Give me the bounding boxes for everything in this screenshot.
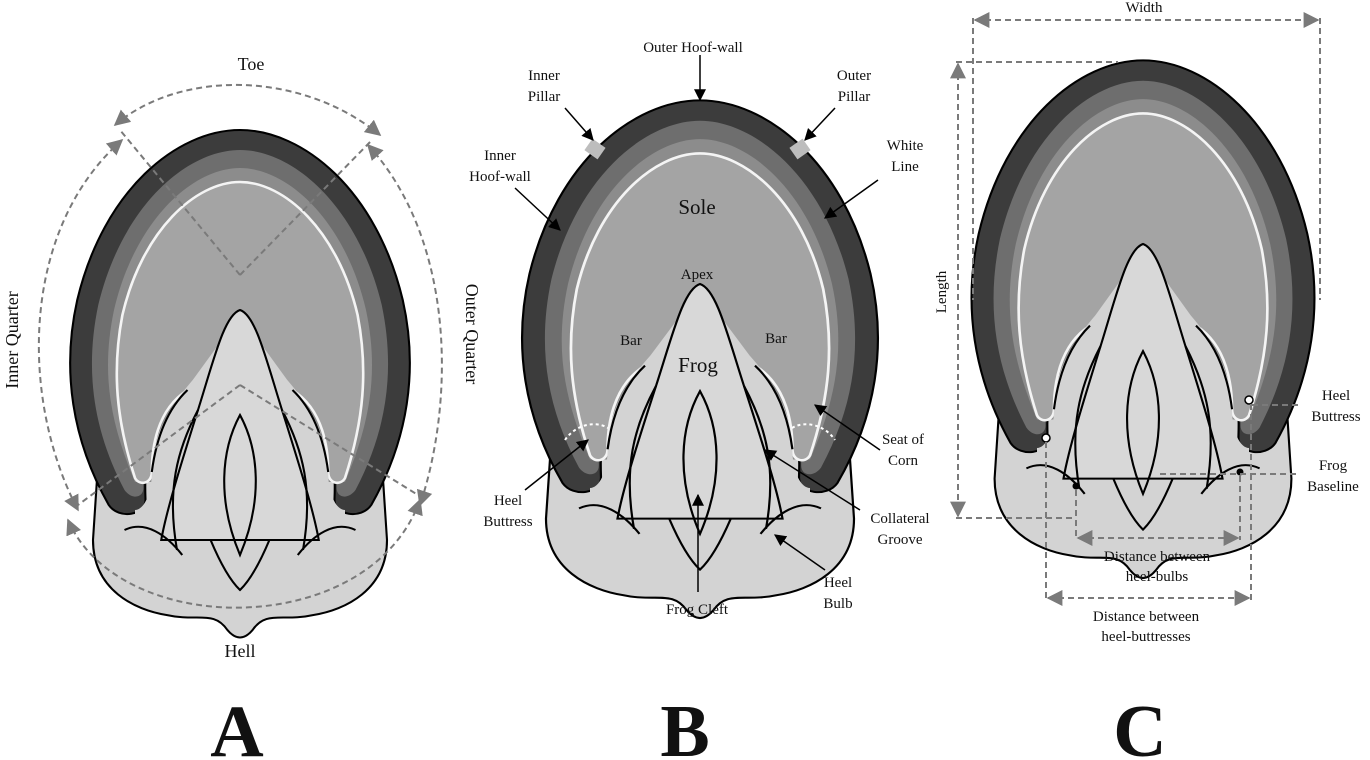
length-label: Length bbox=[934, 270, 950, 313]
toe-guide-right bbox=[239, 139, 373, 276]
heel-guide-right bbox=[239, 384, 419, 496]
heel-bulb-point-left bbox=[1072, 482, 1080, 490]
inner-pillar-mark bbox=[584, 138, 606, 160]
toe-arc bbox=[113, 84, 382, 137]
toe-guide-left bbox=[119, 129, 241, 276]
outer-quarter-arc bbox=[366, 143, 443, 507]
seat-of-corn-right bbox=[791, 423, 836, 441]
arrow-collateral-groove bbox=[763, 449, 861, 511]
arrow-heel-buttress bbox=[524, 439, 589, 491]
outer-pillar-mark bbox=[789, 138, 811, 160]
inner-quarter-arc bbox=[37, 138, 124, 512]
seat-of-corn-left bbox=[564, 423, 609, 441]
heel-label: Hell bbox=[225, 641, 256, 661]
outer-hoof-wall-label: Outer Hoof-wall bbox=[643, 40, 743, 56]
arrow-outer-pillar bbox=[804, 107, 836, 141]
bar-right-label: Bar bbox=[765, 331, 787, 347]
heel-buttress-point-left bbox=[1041, 433, 1051, 443]
heel-arc bbox=[66, 498, 423, 609]
arrow-white-line bbox=[824, 179, 879, 219]
heel-buttress-point-right bbox=[1244, 395, 1254, 405]
outer-quarter-label: Outer Quarter bbox=[462, 284, 482, 384]
width-label: Width bbox=[1126, 0, 1163, 16]
arrow-seat-of-corn bbox=[814, 404, 881, 451]
bar-left-label: Bar bbox=[620, 333, 642, 349]
panel-a: Toe Inner Quarter Outer Quarter Hell A bbox=[2, 54, 482, 760]
panel-letter-b: B bbox=[660, 691, 709, 760]
panel-letter-a: A bbox=[210, 691, 263, 760]
heel-guide-left bbox=[77, 384, 241, 506]
frog-cleft-label: Frog Cleft bbox=[666, 602, 729, 618]
sole-label: Sole bbox=[678, 195, 715, 219]
inner-quarter-label: Inner Quarter bbox=[2, 291, 22, 388]
arrow-heel-bulb bbox=[774, 534, 826, 571]
panel-letter-c: C bbox=[1113, 691, 1166, 760]
arrow-inner-pillar bbox=[564, 107, 594, 141]
arrow-inner-hoof-wall bbox=[514, 187, 561, 231]
toe-label: Toe bbox=[238, 54, 265, 74]
frog-label: Frog bbox=[678, 353, 718, 377]
apex-label: Apex bbox=[681, 267, 714, 283]
